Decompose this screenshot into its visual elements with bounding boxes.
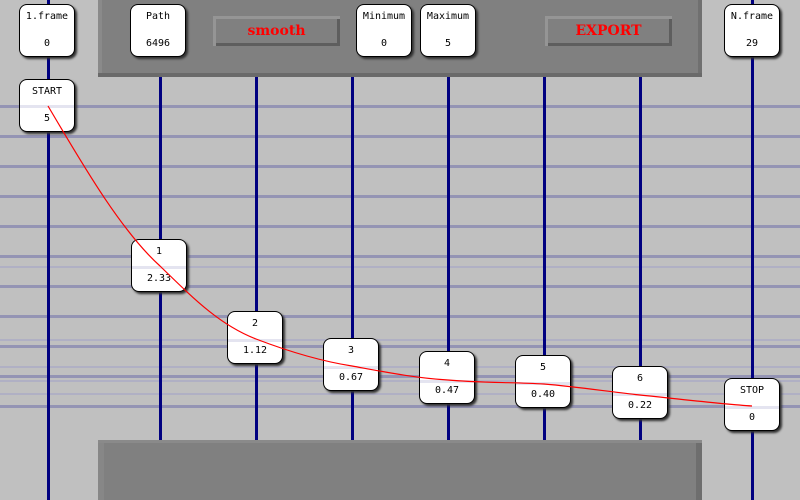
- node-label: 5: [539, 362, 547, 373]
- grid-line: [0, 105, 800, 108]
- node-value: 0.22: [627, 400, 653, 411]
- export-button[interactable]: EXPORT: [545, 16, 672, 46]
- path-value: 6496: [145, 38, 171, 49]
- frame-line-stop: [751, 0, 754, 500]
- path-field[interactable]: Path 6496: [130, 4, 186, 57]
- node-stripe: [725, 406, 779, 409]
- node-stripe: [228, 339, 282, 342]
- node-value: 0.67: [338, 372, 364, 383]
- node-4[interactable]: 4 0.47: [419, 351, 475, 404]
- node-label: STOP: [739, 385, 765, 396]
- grid-line: [0, 393, 800, 395]
- grid-line: [0, 405, 800, 408]
- node-label: START: [31, 86, 63, 97]
- maximum-value: 5: [444, 38, 452, 49]
- node-stop[interactable]: STOP 0: [724, 378, 780, 431]
- grid-line: [0, 375, 800, 378]
- bottom-panel: [98, 440, 702, 500]
- grid-line: [0, 165, 800, 168]
- maximum-field[interactable]: Maximum 5: [420, 4, 476, 57]
- node-1[interactable]: 1 2.33: [131, 239, 187, 292]
- node-label: 3: [347, 345, 355, 356]
- node-label: 4: [443, 358, 451, 369]
- node-value: 1.12: [242, 345, 268, 356]
- node-stripe: [420, 380, 474, 383]
- grid-line: [0, 366, 800, 368]
- grid-line: [0, 135, 800, 138]
- node-stripe: [20, 105, 74, 108]
- minimum-value: 0: [380, 38, 388, 49]
- first-frame-value: 0: [43, 38, 51, 49]
- frame-line-start: [47, 0, 50, 500]
- node-stripe: [132, 266, 186, 269]
- last-frame-field[interactable]: N.frame 29: [724, 4, 780, 57]
- node-label: 1: [155, 246, 163, 257]
- node-stripe: [516, 382, 570, 385]
- node-stripe: [324, 366, 378, 369]
- grid-line: [0, 266, 800, 268]
- node-5[interactable]: 5 0.40: [515, 355, 571, 408]
- grid-line: [0, 315, 800, 318]
- node-label: 6: [636, 373, 644, 384]
- minimum-field[interactable]: Minimum 0: [356, 4, 412, 57]
- grid-line: [0, 285, 800, 288]
- node-label: 2: [251, 318, 259, 329]
- node-3[interactable]: 3 0.67: [323, 338, 379, 391]
- last-frame-label: N.frame: [730, 11, 774, 22]
- grid-line: [0, 380, 800, 382]
- first-frame-label: 1.frame: [25, 11, 69, 22]
- node-start[interactable]: START 5: [19, 79, 75, 132]
- minimum-label: Minimum: [362, 11, 406, 22]
- node-6[interactable]: 6 0.22: [612, 366, 668, 419]
- node-2[interactable]: 2 1.12: [227, 311, 283, 364]
- node-value: 2.33: [146, 273, 172, 284]
- path-label: Path: [145, 11, 171, 22]
- grid-line: [0, 339, 800, 341]
- last-frame-value: 29: [745, 38, 759, 49]
- grid-line: [0, 345, 800, 348]
- maximum-label: Maximum: [426, 11, 470, 22]
- node-value: 0: [748, 412, 756, 423]
- grid-line: [0, 255, 800, 258]
- node-value: 0.40: [530, 389, 556, 400]
- grid-line: [0, 195, 800, 198]
- node-value: 0.47: [434, 385, 460, 396]
- smooth-button[interactable]: smooth: [213, 16, 340, 46]
- node-value: 5: [43, 113, 51, 124]
- node-stripe: [613, 393, 667, 396]
- grid-line: [0, 225, 800, 228]
- first-frame-field[interactable]: 1.frame 0: [19, 4, 75, 57]
